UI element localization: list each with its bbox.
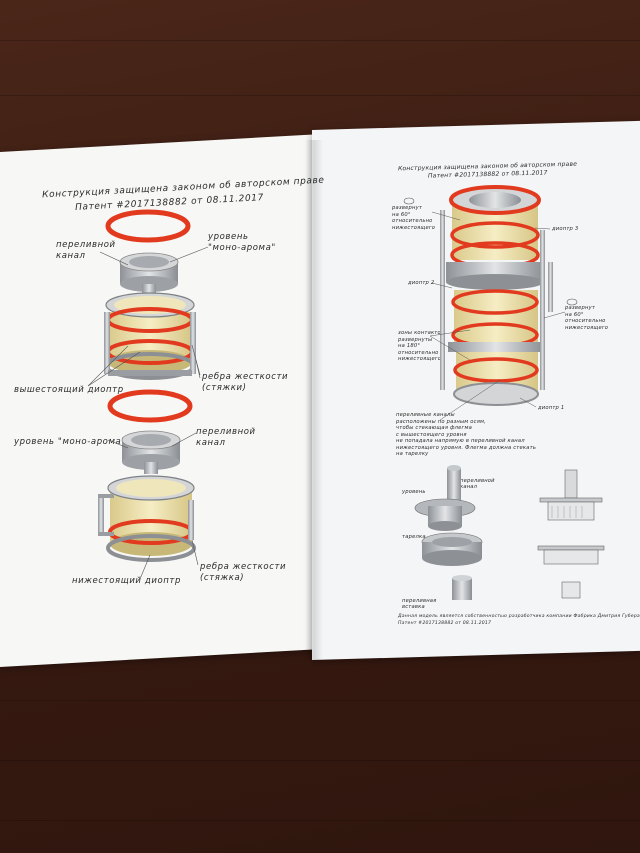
label-dioptr-2: диоптр 2	[408, 280, 435, 286]
lower-dioptr-column	[98, 475, 196, 562]
left-leader-lines	[87, 246, 209, 580]
label-rebra-2: ребра жесткости (стяжка)	[200, 562, 287, 583]
label-note-overflow: переливные каналы расположены по разным …	[396, 412, 537, 457]
right-leader-lines	[429, 211, 566, 421]
label-uroven-mono-1: уровень "моно-арома"	[208, 232, 276, 253]
label-vyshestoyaschiy-dioptr: вышестоящий диоптр	[14, 385, 124, 395]
label-razvernut-60-a: развернут на 60° относительно нижестояще…	[392, 205, 436, 231]
label-dioptr-1: диоптр 1	[538, 405, 565, 411]
page-gutter	[305, 140, 323, 660]
assembled-column	[440, 185, 553, 406]
label-uroven-mono-2: уровень "моно-арома"	[14, 437, 126, 447]
gasket-top-left	[105, 209, 191, 243]
label-nizhestoyaschiy-dioptr: нижестоящий диоптр	[72, 576, 181, 586]
exploded-parts-ortho	[537, 469, 605, 599]
exploded-parts-3d	[414, 465, 483, 600]
label-tarelka: тарелка	[402, 534, 426, 540]
label-pereliv-kanal-2: переливной канал	[196, 427, 256, 448]
open-brochure	[0, 120, 640, 670]
label-razvernut-60-b: развернут на 60° относительно нижестояще…	[565, 305, 609, 331]
label-pereliv-vstavka: переливная вставка	[402, 598, 437, 610]
label-zony-kontaktov: зоны контактов развернуты на 180° относи…	[398, 330, 445, 362]
rotation-markers	[403, 197, 578, 306]
label-rebra-1: ребра жесткости (стяжки)	[202, 372, 289, 393]
mono-aroma-cup-lower	[121, 430, 181, 474]
gasket-middle-left	[107, 389, 193, 423]
label-pereliv-kanal-small: переливной канал	[460, 478, 495, 490]
label-dioptr-3: диоптр 3	[552, 226, 579, 232]
mono-aroma-cup-upper	[119, 252, 179, 298]
label-uroven: уровень	[402, 489, 426, 495]
label-footer: Данная модель является собственностью ра…	[398, 614, 640, 626]
upper-dioptr-column	[104, 292, 196, 380]
label-pereliv-kanal-1: переливной канал	[56, 240, 116, 261]
